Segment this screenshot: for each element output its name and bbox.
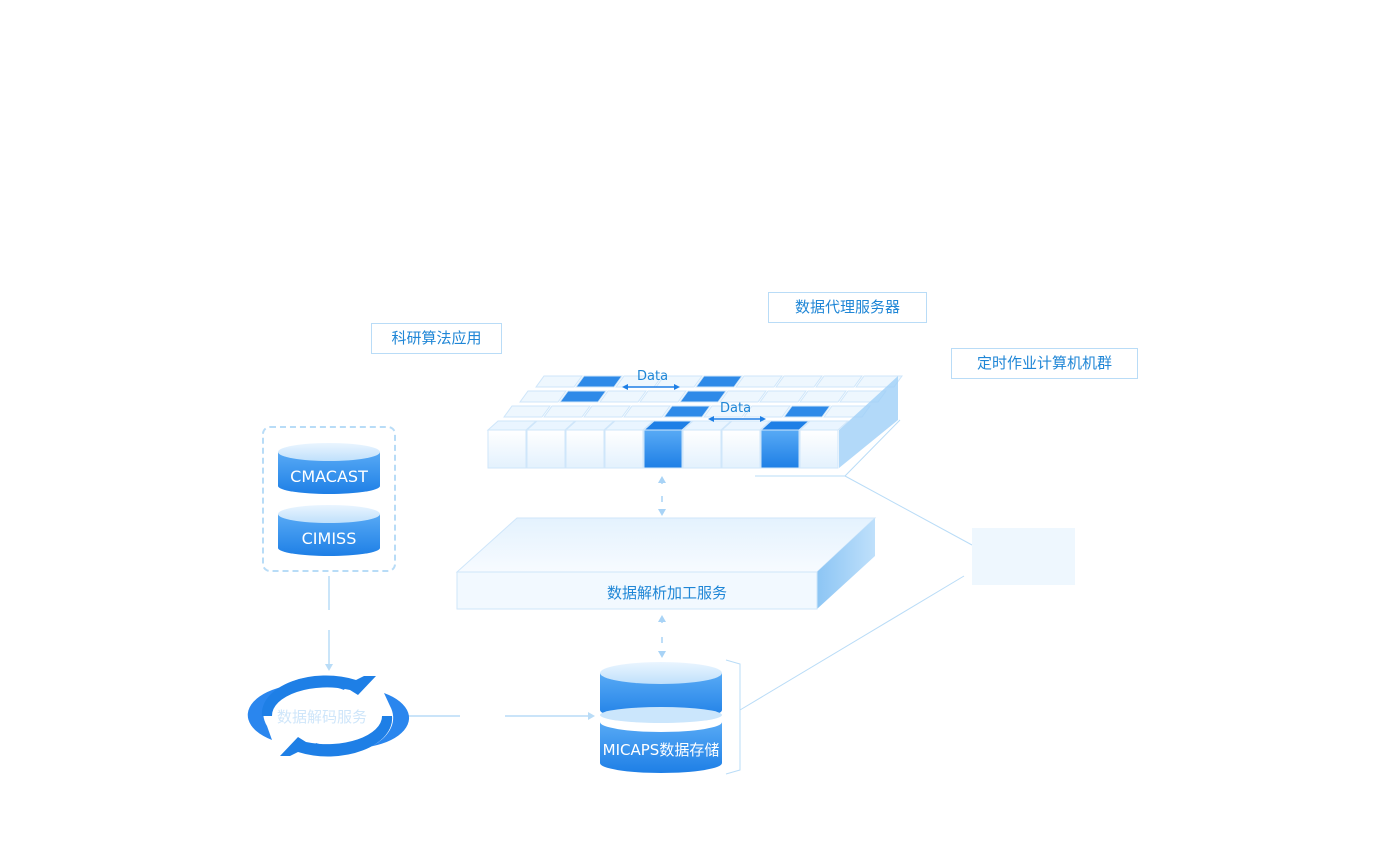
connector-line (739, 575, 965, 711)
cube-top (695, 375, 743, 388)
cube-top (735, 375, 783, 388)
cube-top (663, 405, 711, 418)
refresh-icon (247, 675, 410, 757)
connector-line (844, 419, 901, 477)
compute-cube-grid (486, 375, 903, 469)
cube-top (815, 375, 863, 388)
connector-line (844, 475, 973, 546)
cmacast-cylinder (278, 443, 380, 494)
research-app-label: 科研算法应用 (371, 323, 502, 354)
cube-face (604, 429, 644, 469)
cube-face (526, 429, 566, 469)
cube-top (535, 375, 583, 388)
cube-face (799, 429, 839, 469)
cube-top (543, 405, 591, 418)
cube-face (487, 429, 527, 469)
cube-top (503, 405, 551, 418)
decode-service-label: 数据解码服务 (277, 708, 368, 726)
data-tag-2: Data (720, 401, 752, 416)
cube-top (703, 405, 751, 418)
cube-face (760, 429, 800, 469)
cmacast-label: CMACAST (290, 467, 368, 486)
arrow-head (588, 712, 595, 720)
micaps-label: MICAPS数据存储 (602, 741, 720, 759)
cube-face (643, 429, 683, 469)
cimiss-label: CIMISS (301, 529, 357, 548)
micaps-cylinder (600, 662, 722, 773)
arrow-head (325, 664, 333, 671)
cube-side (839, 376, 898, 468)
cube-top (575, 375, 623, 388)
cube-top (655, 375, 703, 388)
link-parse-storage (658, 615, 666, 658)
cube-top (775, 375, 823, 388)
data-tag-1: Data (637, 369, 669, 384)
cube-face (721, 429, 761, 469)
timed-cluster-label: 定时作业计算机机群 (951, 348, 1138, 379)
cube-face (565, 429, 605, 469)
cube-top (559, 390, 607, 403)
storage-bracket (725, 659, 741, 775)
cube-top (759, 390, 807, 403)
cube-top (519, 390, 567, 403)
cube-top (799, 390, 847, 403)
data-proxy-label: 数据代理服务器 (768, 292, 927, 323)
cube-top (639, 390, 687, 403)
cube-face (682, 429, 722, 469)
data-sources-group (262, 426, 396, 572)
parse-service-slab (455, 517, 877, 610)
cube-top (599, 390, 647, 403)
cube-top (623, 405, 671, 418)
cube-top (583, 405, 631, 418)
cluster-panel (972, 528, 1075, 585)
link-cubes-parse (658, 476, 666, 516)
data-arrow-1 (622, 384, 680, 390)
cube-top (679, 390, 727, 403)
cube-top (743, 405, 791, 418)
parse-service-label: 数据解析加工服务 (606, 584, 727, 602)
data-arrow-2 (708, 416, 766, 422)
cube-top (783, 405, 831, 418)
cube-top (719, 390, 767, 403)
cimiss-cylinder (278, 505, 380, 556)
